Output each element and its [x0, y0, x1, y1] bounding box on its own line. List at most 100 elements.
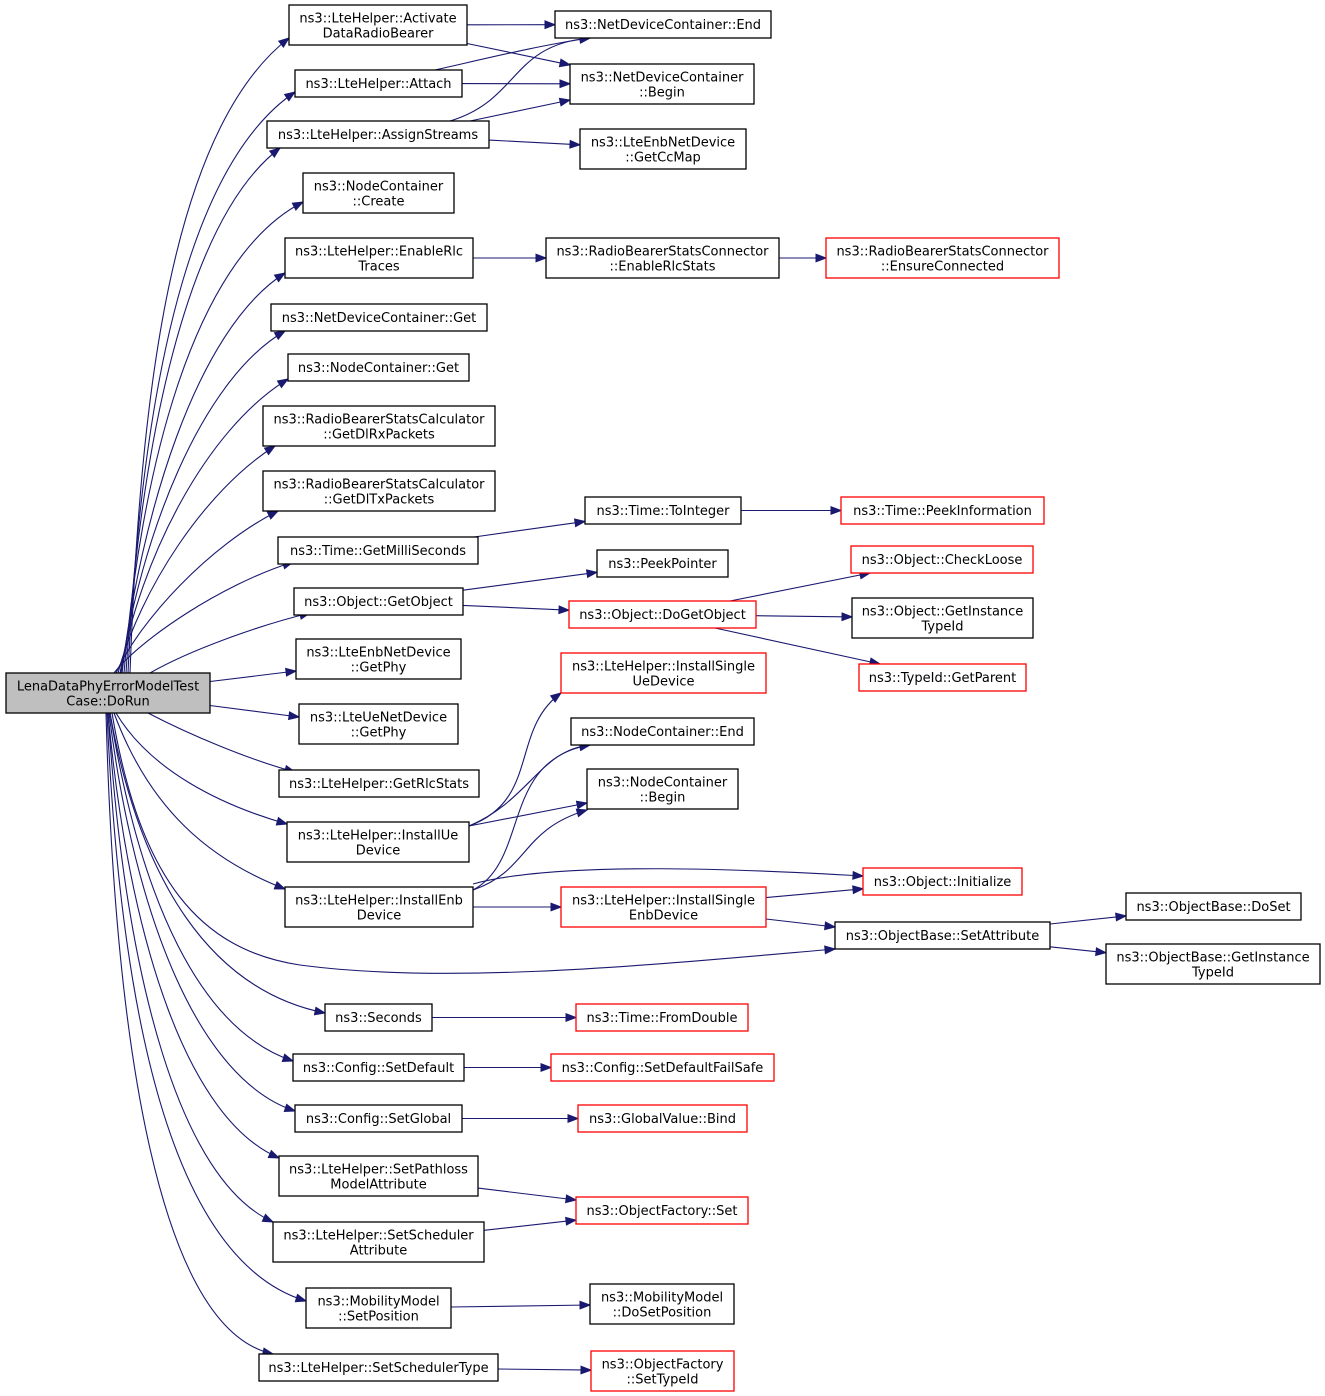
- edge-arrowhead: [294, 1293, 308, 1303]
- edge-lte_activate-to-ndc_end: [466, 20, 557, 30]
- node-ob_setattr[interactable]: ns3::ObjectBase::SetAttribute: [834, 921, 1051, 950]
- node-ndc_begin[interactable]: ns3::NetDeviceContainer::Begin: [569, 63, 755, 105]
- node-nc_begin[interactable]: ns3::NodeContainer::Begin: [586, 768, 739, 810]
- edge-obj_getobject-to-peekpointer: [462, 569, 599, 591]
- node-box: [277, 536, 479, 565]
- node-ndc_get[interactable]: ns3::NetDeviceContainer::Get: [270, 303, 488, 332]
- node-box: [278, 1155, 479, 1197]
- edge-arrowhead: [291, 201, 305, 211]
- node-rbscalc_rx[interactable]: ns3::RadioBearerStatsCalculator::GetDlRx…: [262, 405, 496, 447]
- node-rbsc_enable[interactable]: ns3::RadioBearerStatsConnector::EnableRl…: [545, 237, 780, 279]
- node-label: Device: [357, 909, 401, 924]
- node-label: ns3::NodeContainer::End: [581, 725, 744, 740]
- node-label: ::DoSetPosition: [613, 1306, 712, 1321]
- edge-line: [714, 627, 881, 665]
- node-mm_setpos[interactable]: ns3::MobilityModel::SetPosition: [305, 1287, 452, 1329]
- edge-ob_setattr-to-ob_getinst: [1049, 946, 1108, 957]
- node-seconds[interactable]: ns3::Seconds: [324, 1003, 433, 1032]
- node-obj_init[interactable]: ns3::Object::Initialize: [862, 867, 1023, 896]
- node-box: [305, 1287, 452, 1329]
- node-nc_get[interactable]: ns3::NodeContainer::Get: [287, 353, 470, 382]
- edge-ob_setattr-to-ob_doset: [1049, 912, 1128, 925]
- node-cfg_setdefault[interactable]: ns3::Config::SetDefault: [292, 1053, 465, 1082]
- node-ob_doset[interactable]: ns3::ObjectBase::DoSet: [1125, 892, 1302, 921]
- node-box: [858, 663, 1027, 692]
- node-lte_setpathloss[interactable]: ns3::LteHelper::SetPathlossModelAttribut…: [278, 1155, 479, 1197]
- node-time_fromdouble[interactable]: ns3::Time::FromDouble: [575, 1003, 749, 1032]
- node-box: [554, 10, 772, 39]
- edge-line: [108, 712, 296, 1112]
- node-box: [1125, 892, 1302, 921]
- node-nc_end[interactable]: ns3::NodeContainer::End: [570, 717, 755, 746]
- node-obj_checkloose[interactable]: ns3::Object::CheckLoose: [850, 545, 1034, 574]
- node-label: ns3::Config::SetGlobal: [306, 1112, 451, 1127]
- node-nc_create[interactable]: ns3::NodeContainer::Create: [302, 172, 455, 214]
- node-label: DataRadioBearer: [323, 27, 435, 42]
- node-label: ns3::LteHelper::AssignStreams: [278, 128, 478, 143]
- node-lte_attach[interactable]: ns3::LteHelper::Attach: [294, 69, 463, 98]
- node-label: ns3::LteHelper::EnableRlc: [295, 245, 463, 260]
- node-ndc_end[interactable]: ns3::NetDeviceContainer::End: [554, 10, 772, 39]
- node-obj_dogetobject[interactable]: ns3::Object::DoGetObject: [568, 600, 757, 629]
- node-label: ns3::LteHelper::SetScheduler: [283, 1229, 474, 1244]
- node-cfg_setdefaultfs[interactable]: ns3::Config::SetDefaultFailSafe: [550, 1053, 775, 1082]
- node-typeid_parent[interactable]: ns3::TypeId::GetParent: [858, 663, 1027, 692]
- edge-arrowhead: [824, 945, 837, 955]
- node-label: ns3::Time::GetMilliSeconds: [290, 544, 466, 559]
- node-lte_setschedtype[interactable]: ns3::LteHelper::SetSchedulerType: [258, 1353, 499, 1382]
- edge-line: [477, 1187, 577, 1201]
- node-label: ns3::MobilityModel: [601, 1291, 723, 1306]
- node-enb_getphy[interactable]: ns3::LteEnbNetDevice::GetPhy: [295, 638, 462, 680]
- edge-obj_dogetobject-to-obj_checkloose: [729, 570, 872, 602]
- node-box: [262, 470, 496, 512]
- edge-root-to-obj_getobject: [149, 611, 312, 674]
- node-of_settypeid[interactable]: ns3::ObjectFactory::SetTypeId: [590, 1350, 735, 1392]
- node-box: [550, 1053, 775, 1082]
- node-gv_bind[interactable]: ns3::GlobalValue::Bind: [577, 1104, 748, 1133]
- node-label: EnbDevice: [629, 909, 698, 924]
- edge-lte_installue-to-nc_end: [468, 741, 592, 827]
- node-rbsc_ensure[interactable]: ns3::RadioBearerStatsConnector::EnsureCo…: [825, 237, 1060, 279]
- node-label: ns3::LteHelper::InstallSingle: [572, 894, 755, 909]
- node-time_getms[interactable]: ns3::Time::GetMilliSeconds: [277, 536, 479, 565]
- node-time_peek[interactable]: ns3::Time::PeekInformation: [840, 496, 1045, 525]
- node-ue_getphy[interactable]: ns3::LteUeNetDevice::GetPhy: [298, 703, 459, 745]
- edge-line: [488, 139, 581, 146]
- edge-lte_installue-to-nc_begin: [468, 800, 589, 827]
- node-label: ns3::GlobalValue::Bind: [589, 1112, 736, 1127]
- node-peekpointer[interactable]: ns3::PeekPointer: [596, 549, 729, 578]
- edge-arrowhead: [567, 1113, 580, 1124]
- node-mm_dosetpos[interactable]: ns3::MobilityModel::DoSetPosition: [589, 1283, 735, 1325]
- node-box: [272, 1221, 485, 1263]
- node-of_set[interactable]: ns3::ObjectFactory::Set: [575, 1196, 749, 1225]
- node-cfg_setglobal[interactable]: ns3::Config::SetGlobal: [294, 1104, 463, 1133]
- node-obj_getobject[interactable]: ns3::Object::GetObject: [293, 587, 464, 616]
- node-label: ::GetPhy: [351, 726, 407, 741]
- node-rbscalc_tx[interactable]: ns3::RadioBearerStatsCalculator::GetDlTx…: [262, 470, 496, 512]
- edge-arrowhead: [273, 880, 287, 890]
- node-label: ::GetDlTxPackets: [324, 493, 435, 508]
- node-label: ns3::NetDeviceContainer: [581, 71, 745, 86]
- edge-arrowhead: [575, 808, 589, 818]
- node-enb_getccmap[interactable]: ns3::LteEnbNetDevice::GetCcMap: [579, 128, 747, 170]
- edge-line: [729, 572, 871, 602]
- edge-arrowhead: [558, 605, 571, 615]
- node-label: ns3::RadioBearerStatsConnector: [836, 245, 1049, 260]
- edge-root-to-ue_getphy: [205, 704, 301, 721]
- node-box: [850, 545, 1034, 574]
- node-time_toint[interactable]: ns3::Time::ToInteger: [584, 496, 742, 525]
- node-lte_assign[interactable]: ns3::LteHelper::AssignStreams: [266, 120, 490, 149]
- edge-arrowhead: [579, 1300, 592, 1310]
- edge-line: [113, 712, 286, 890]
- node-lte_getrlc[interactable]: ns3::LteHelper::GetRlcStats: [278, 769, 480, 798]
- node-label: ns3::Object::GetInstance: [862, 605, 1024, 620]
